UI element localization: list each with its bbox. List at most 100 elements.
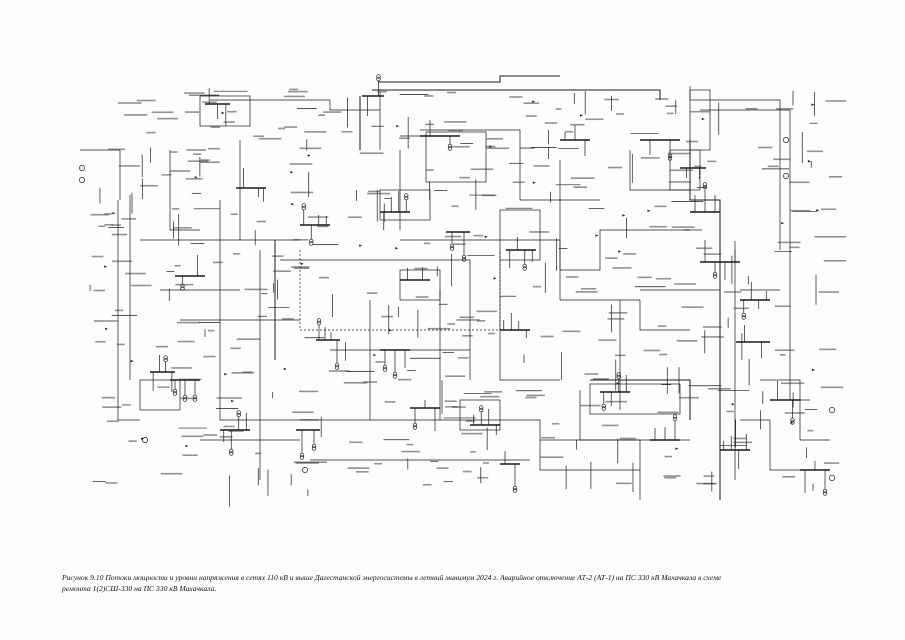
- transformer-winding: [180, 286, 185, 291]
- flow-annotation-mark: [223, 425, 235, 428]
- flow-annotation-mark: [820, 208, 837, 211]
- flow-annotation-mark: [487, 332, 495, 335]
- flow-annotation-mark: [347, 467, 370, 469]
- flow-annotation-mark: [780, 382, 805, 385]
- flow-annotation-mark: [187, 160, 208, 162]
- transformer-winding: [479, 407, 484, 413]
- flow-annotation-mark: [91, 255, 104, 258]
- transmission-line: [420, 129, 600, 201]
- flow-annotation-mark: [397, 378, 412, 381]
- flow-annotation-mark: [459, 176, 470, 179]
- flow-annotation-mark: [544, 122, 558, 124]
- transformer-winding: [449, 246, 455, 251]
- flow-arrow: [811, 103, 815, 106]
- flow-annotation-mark: [244, 288, 268, 291]
- flow-annotation-mark: [184, 92, 205, 94]
- flow-annotation-mark: [253, 135, 264, 138]
- transformer-winding: [334, 362, 340, 368]
- flow-annotation-mark: [292, 239, 309, 241]
- flow-annotation-mark: [604, 98, 619, 101]
- flow-annotation-mark: [663, 475, 681, 477]
- flow-annotation-mark: [685, 140, 699, 143]
- flow-annotation-mark: [104, 223, 114, 226]
- flow-annotation-mark: [299, 390, 319, 393]
- flow-annotation-mark: [481, 194, 497, 197]
- flow-annotation-mark: [476, 320, 486, 322]
- flow-annotation-mark: [121, 218, 137, 220]
- flow-annotation-mark: [519, 147, 535, 149]
- flow-annotation-mark: [423, 242, 431, 245]
- transmission-line: [760, 379, 830, 441]
- transmission-line-right: [700, 109, 810, 401]
- flow-annotation-mark: [323, 111, 342, 113]
- transformer-winding: [236, 410, 241, 415]
- flow-annotation-mark: [283, 95, 305, 98]
- flow-annotation-mark: [318, 114, 326, 116]
- flow-annotation-mark: [649, 225, 667, 228]
- flow-annotation-mark: [446, 91, 456, 94]
- transformer-winding: [667, 156, 673, 161]
- flow-arrow: [816, 209, 820, 212]
- transformer-winding: [412, 422, 418, 428]
- flow-annotation-mark: [607, 318, 625, 320]
- flow-annotation-mark: [184, 111, 200, 113]
- flow-annotation-mark: [95, 340, 106, 343]
- flow-arrow: [493, 277, 497, 280]
- flow-annotation-mark: [779, 354, 786, 356]
- transformer-winding: [172, 388, 178, 394]
- flow-arrow: [130, 359, 134, 363]
- transformer-winding: [512, 488, 518, 493]
- flow-annotation-mark: [282, 318, 294, 320]
- flow-annotation-mark: [580, 404, 601, 407]
- flow-annotation-mark: [564, 130, 574, 133]
- caption-line-1: Рисунок 9.10 Потоки мощности и уровни на…: [62, 573, 722, 582]
- flow-annotation-mark: [733, 437, 747, 440]
- flow-annotation-mark: [465, 420, 475, 422]
- flow-annotation-mark: [541, 436, 555, 439]
- flow-arrow: [790, 421, 794, 425]
- transformer-winding: [309, 241, 314, 246]
- transformer-winding: [311, 443, 317, 449]
- generator-symbol: [79, 177, 85, 183]
- flow-annotation-mark: [255, 452, 262, 455]
- flow-annotation-mark: [555, 108, 562, 110]
- flow-annotation-mark: [273, 270, 291, 273]
- flow-annotation-mark: [348, 216, 362, 219]
- substation-frame: [459, 399, 501, 431]
- flow-annotation-mark: [114, 309, 124, 312]
- transformer-winding: [616, 372, 621, 377]
- flow-annotation-mark: [458, 357, 469, 359]
- caption-line-2: ремонта 1(2)СШ-330 на ПС 330 кВ Махачкал…: [62, 584, 217, 593]
- flow-annotation-mark: [182, 454, 198, 457]
- flow-annotation-mark: [703, 253, 722, 255]
- flow-annotation-mark: [637, 276, 652, 279]
- flow-annotation-mark: [777, 241, 801, 244]
- generator-symbol: [302, 467, 308, 473]
- flow-annotation-mark: [684, 229, 702, 231]
- flow-annotation-mark: [180, 397, 197, 400]
- flow-annotation-mark: [476, 310, 498, 313]
- figure-caption: Рисунок 9.10 Потоки мощности и уровни на…: [62, 572, 862, 594]
- flow-annotation-mark: [236, 338, 261, 340]
- flow-annotation-mark: [616, 113, 625, 115]
- flow-arrow: [532, 100, 536, 103]
- flow-arrow: [290, 171, 294, 174]
- flow-annotation-mark: [381, 315, 394, 318]
- flow-annotation-mark: [415, 296, 429, 298]
- flow-annotation-mark: [482, 462, 489, 464]
- flow-annotation-mark: [318, 276, 329, 279]
- substation-frame: [589, 383, 681, 415]
- transformer-winding: [392, 371, 398, 377]
- flow-annotation-mark: [230, 347, 241, 350]
- transmission-line: [219, 200, 300, 421]
- flow-annotation-mark: [172, 208, 180, 210]
- flow-annotation-mark: [427, 327, 451, 330]
- substation-frame: [499, 209, 541, 261]
- flow-annotation-mark: [512, 181, 525, 184]
- transmission-line-left: [117, 200, 140, 421]
- flow-annotation-mark: [540, 335, 554, 338]
- flow-annotation-mark: [676, 340, 698, 342]
- flow-arrow: [781, 221, 785, 225]
- flow-annotation-mark: [668, 181, 691, 183]
- flow-annotation-mark: [223, 121, 235, 123]
